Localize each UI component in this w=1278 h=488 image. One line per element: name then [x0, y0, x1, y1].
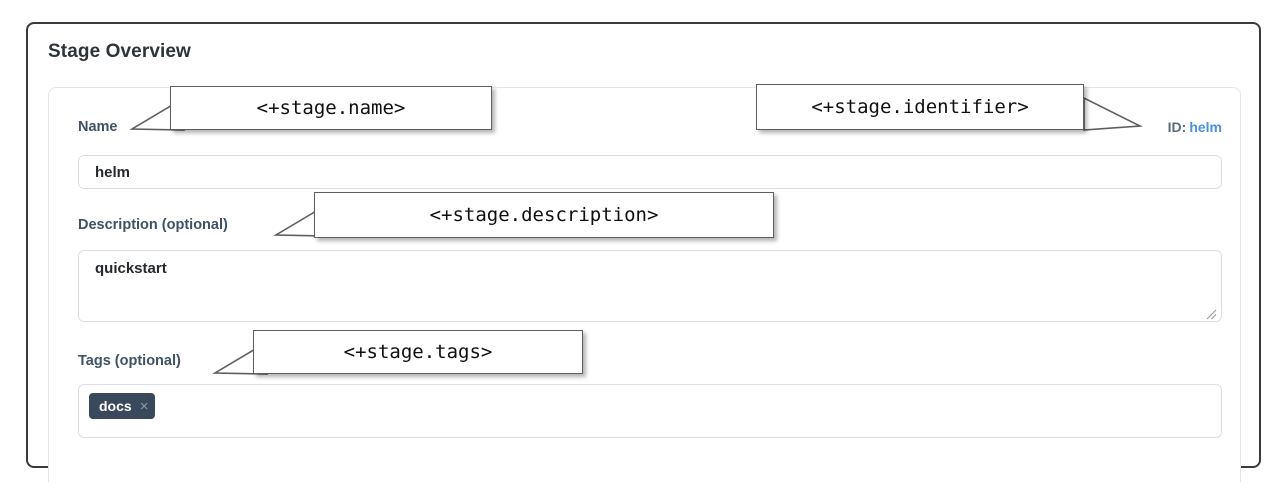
stage-identifier-row: ID:helm: [1168, 119, 1222, 135]
tag-chip[interactable]: docs ×: [89, 393, 156, 419]
identifier-value[interactable]: helm: [1189, 119, 1222, 135]
description-textarea[interactable]: [78, 250, 1222, 322]
description-field-label: Description (optional): [78, 217, 228, 233]
tag-chip-label: docs: [99, 398, 132, 414]
tag-remove-icon[interactable]: ×: [139, 397, 149, 415]
annotation-stage-name: <+stage.name>: [170, 86, 492, 130]
identifier-label: ID:: [1167, 119, 1187, 135]
page-title: Stage Overview: [48, 41, 191, 62]
name-field-label: Name: [78, 119, 118, 135]
annotation-stage-identifier: <+stage.identifier>: [756, 84, 1084, 130]
tags-input[interactable]: docs ×: [78, 384, 1222, 438]
annotation-stage-description: <+stage.description>: [314, 192, 774, 238]
annotation-stage-tags: <+stage.tags>: [253, 330, 583, 374]
name-input[interactable]: [78, 155, 1222, 189]
tags-field-label: Tags (optional): [78, 353, 181, 369]
